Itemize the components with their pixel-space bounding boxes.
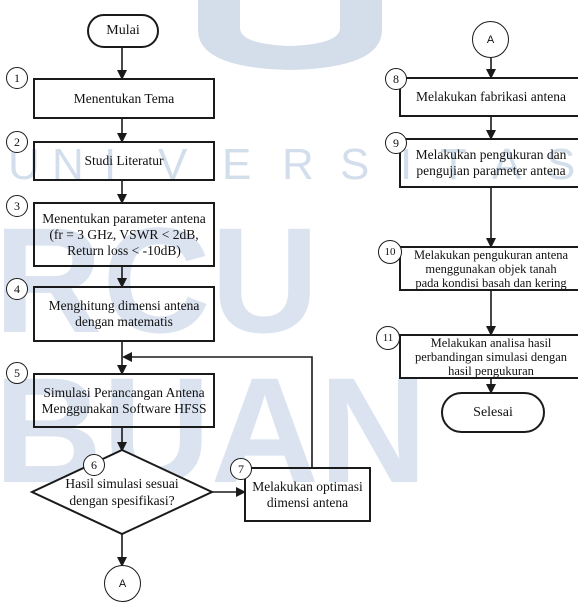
step-9-box: Melakukan pengukuran dan pengujian param…	[399, 138, 578, 188]
step-5-text-line2: Menggunakan Software HFSS	[41, 400, 207, 416]
step-5-text-line1: Simulasi Perancangan Antena	[43, 384, 205, 400]
step-3-box: Menentukan parameter antena (fr = 3 GHz,…	[33, 202, 215, 267]
step-6-number: 6	[83, 454, 105, 476]
step-8-text: Melakukan fabrikasi antena	[416, 89, 566, 104]
step-3-number: 3	[6, 195, 28, 217]
start-terminal: Mulai	[87, 14, 159, 48]
step-6-text-line2: dengan spesifikasi?	[69, 493, 175, 508]
step-7-text-line1: Melakukan optimasi	[252, 478, 363, 494]
step-4-text-line2: dengan matematis	[75, 314, 173, 329]
step-4-number: 4	[6, 278, 28, 300]
watermark-letter: A	[492, 140, 524, 189]
step-2-number: 2	[6, 131, 28, 153]
step-1-number: 1	[6, 67, 28, 89]
watermark-letter: T	[440, 140, 469, 189]
step-7-number: 7	[230, 458, 252, 480]
step-8-number: 8	[385, 68, 407, 90]
step-11-text-line1: Melakukan analisa hasil	[430, 335, 552, 350]
step-4-text-line1: Menghitung dimensi antena	[48, 298, 200, 313]
watermark-letter: S	[340, 140, 372, 189]
step-11-text-line2: perbandingan simulasi dengan	[414, 349, 568, 364]
end-terminal: Selesai	[441, 392, 545, 433]
step-10-box: Melakukan pengukuran antena menggunakan …	[399, 246, 578, 291]
step-3-text-line1: Menentukan parameter antena	[42, 210, 206, 226]
start-label: Mulai	[106, 23, 140, 38]
watermark-letter: S	[546, 140, 578, 189]
step-11-box: Melakukan analisa hasil perbandingan sim…	[399, 334, 578, 379]
connector-a-bottom: A	[104, 565, 141, 602]
step-5-number: 5	[6, 362, 28, 384]
watermark-letter: I	[104, 140, 119, 189]
step-9-text-line1: Melakukan pengukuran dan	[415, 147, 567, 162]
end-label: Selesai	[473, 404, 513, 420]
step-3-text-line3: Return loss < -10dB)	[67, 242, 181, 258]
step-1-box: Menentukan Tema	[33, 78, 215, 119]
step-1-text: Menentukan Tema	[73, 90, 175, 106]
connector-a-top: A	[472, 21, 509, 58]
step-4-box: Menghitung dimensi antena dengan matemat…	[33, 286, 215, 342]
step-11-text-line3: hasil pengukuran	[448, 363, 534, 378]
watermark-letter: I	[400, 140, 415, 189]
step-10-text-line2: menggunakan objek tanah	[425, 261, 557, 276]
step-10-number: 10	[378, 240, 402, 264]
step-2-box: Studi Literatur	[33, 141, 215, 181]
step-9-text-line2: pengujian parameter antena	[416, 163, 566, 178]
step-7-box: Melakukan optimasi dimensi antena	[244, 467, 371, 522]
step-10-text-line1: Melakukan pengukuran antena	[413, 247, 569, 262]
step-3-text-line2: (fr = 3 GHz, VSWR < 2dB,	[49, 226, 199, 242]
step-2-text: Studi Literatur	[84, 153, 164, 168]
decision-diamond	[29, 448, 215, 536]
step-11-number: 11	[376, 326, 400, 350]
step-6-text-line1: Hasil simulasi sesuai	[65, 476, 179, 491]
step-6-text: Hasil simulasi sesuai dengan spesifikasi…	[42, 474, 202, 510]
university-shield-icon	[198, 0, 382, 70]
watermark-letter: E	[222, 140, 254, 189]
step-8-box: Melakukan fabrikasi antena	[399, 77, 578, 117]
step-10-text-line3: pada kondisi basah dan kering	[415, 275, 567, 290]
watermark-letter: R	[282, 140, 316, 189]
step-7-text-line2: dimensi antena	[266, 494, 349, 510]
step-5-box: Simulasi Perancangan Antena Menggunakan …	[33, 373, 215, 428]
step-9-number: 9	[385, 132, 407, 154]
